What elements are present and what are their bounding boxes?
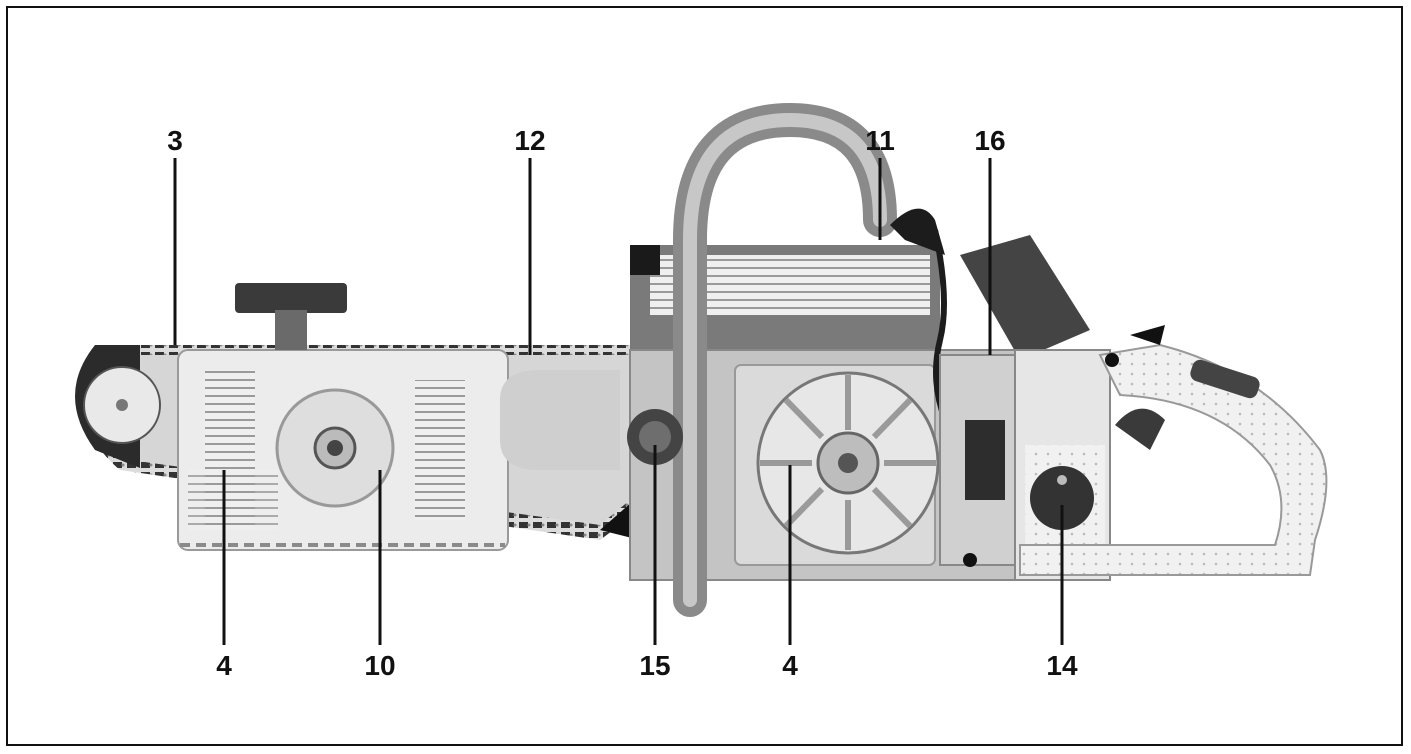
- carburetor-area: [939, 354, 1021, 567]
- callout-12: 12: [514, 125, 545, 156]
- callout-4-right: 4: [782, 650, 798, 681]
- callout-14: 14: [1046, 650, 1078, 681]
- rear-handle: [1019, 325, 1328, 576]
- callout-15: 15: [639, 650, 670, 681]
- fuel-tank-cap: [1030, 466, 1094, 530]
- bar-nut-knob: [235, 283, 347, 350]
- callout-leaders: [173, 158, 1064, 645]
- callout-4-left: 4: [216, 650, 232, 681]
- callout-10: 10: [364, 650, 395, 681]
- fan-blades: [760, 375, 936, 550]
- callout-3: 3: [167, 125, 183, 156]
- callout-11: 11: [865, 125, 895, 156]
- callout-16: 16: [974, 125, 1005, 156]
- clutch-drum: [275, 388, 395, 508]
- front-handle: [673, 102, 897, 617]
- oil-tank-cap: [627, 409, 683, 465]
- spark-plug-boot: [890, 208, 948, 422]
- chain-nose-sprocket: [75, 345, 161, 468]
- fan-housing: [734, 364, 940, 566]
- throttle-lever-top: [960, 235, 1090, 360]
